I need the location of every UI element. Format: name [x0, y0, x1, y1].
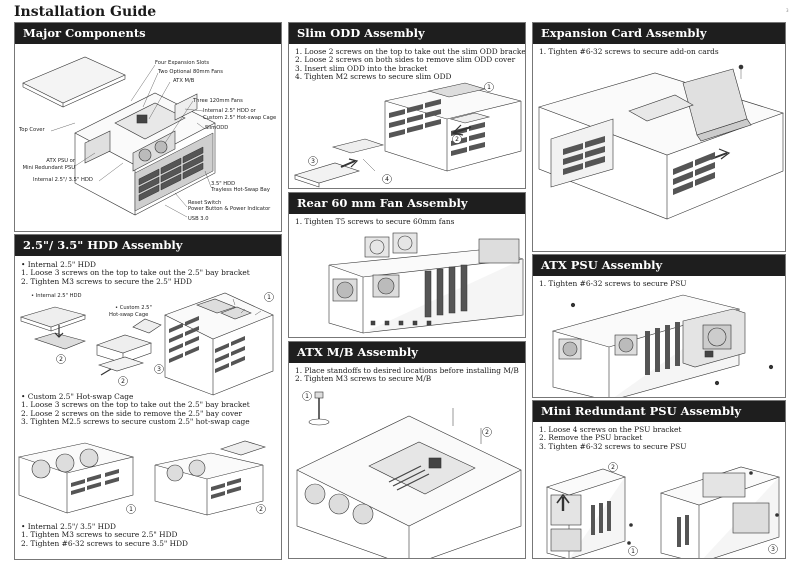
odd-callout-2: 2	[455, 136, 459, 143]
hdd-assembly-illustration-top: 2 2 3 1	[19, 292, 274, 396]
atx-psu-step-1: 1. Tighten #6-32 screws to secure PSU	[539, 279, 687, 288]
hdd-callout-1b: 1	[129, 506, 133, 513]
label-expansion-slots: Four Expansion Slots	[155, 60, 210, 66]
label-atx-mb: ATX M/B	[173, 78, 195, 84]
hdd-callout-2a: 2	[59, 356, 63, 363]
hdd-section2-bullet: • Custom 2.5" Hot-swap Cage	[21, 392, 134, 401]
hdd-callout-3: 3	[157, 366, 161, 373]
slim-odd-step-4: 4. Tighten M2 screws to secure slim ODD	[295, 72, 452, 82]
hdd-assembly-illustration-bottom: 1 2	[17, 440, 266, 516]
chassis-exploded-illustration	[22, 56, 216, 218]
mini-psu-panel: Mini Redundant PSU Assembly 1. Loose 4 s…	[532, 400, 786, 559]
slim-odd-panel: Slim ODD Assembly 1. Loose 2 screws on t…	[288, 22, 526, 189]
label-internal-hdd: Internal 2.5"/ 3.5" HDD	[33, 177, 93, 183]
label-atx-psu-1: ATX PSU or	[46, 158, 75, 164]
mb-step-1: 1. Place standoffs to desired locations …	[295, 366, 519, 375]
atx-psu-illustration	[551, 294, 774, 397]
slim-odd-step-1: 1. Loose 2 screws on the top to take out…	[295, 47, 526, 56]
hdd-section3-steps: • Internal 2.5"/ 3.5" HDD 1. Tighten M3 …	[21, 522, 188, 548]
label-hotswap-bay-1: 3.5" HDD	[211, 181, 236, 187]
mini-psu-illustration: 2 1 3	[546, 462, 781, 558]
mb-assembly-panel: ATX M/B Assembly 1. Place standoffs to d…	[288, 341, 526, 559]
mb-illustration: 1 2	[296, 391, 522, 558]
major-components-panel: Major Components	[14, 22, 282, 232]
hdd-section1-steps: • Internal 2.5" HDD 1. Loose 3 screws on…	[21, 260, 250, 286]
label-internal-hdd-cage-1: Internal 2.5" HDD or	[203, 108, 256, 114]
mini-psu-step-3: 3. Tighten #6-32 screws to secure PSU	[539, 441, 687, 451]
hdd-section2-steps: • Custom 2.5" Hot-swap Cage 1. Loose 3 s…	[21, 392, 250, 427]
hdd-section3-step-2: 2. Tighten #6-32 screws to secure 3.5" H…	[21, 538, 188, 548]
slim-odd-header: Slim ODD Assembly	[289, 23, 525, 44]
hdd-section3-step-1: 1. Tighten M3 screws to secure 2.5" HDD	[21, 530, 178, 540]
hdd-section2-step-2: 2. Loose 2 screws on the side to remove …	[21, 408, 243, 418]
label-slim-odd: SlimODD	[205, 125, 229, 131]
mb-callout-1: 1	[305, 393, 309, 400]
hdd-diagram-label-custom-2: Hot-swap Cage	[109, 312, 149, 318]
atx-psu-steps: 1. Tighten #6-32 screws to secure PSU	[539, 279, 687, 288]
label-reset-switch: Reset Switch	[188, 200, 222, 206]
slim-odd-step-2: 2. Loose 2 screws on both sides to remov…	[295, 55, 516, 65]
mb-steps: 1. Place standoffs to desired locations …	[295, 366, 519, 384]
expansion-card-illustration	[538, 64, 784, 220]
label-top-cover: Top Cover	[19, 127, 45, 133]
hdd-section2-step-1: 1. Loose 3 screws on the top to take out…	[21, 400, 250, 410]
mb-assembly-header: ATX M/B Assembly	[289, 342, 525, 363]
atx-psu-header: ATX PSU Assembly	[533, 255, 785, 276]
hdd-section1-step-1: 1. Loose 3 screws on the top to take out…	[21, 268, 250, 278]
odd-callout-3: 3	[311, 158, 315, 165]
mini-psu-callout-1: 1	[631, 548, 635, 555]
fan-step-1: 1. Tighten T5 screws to secure 60mm fans	[295, 217, 455, 226]
mini-psu-header: Mini Redundant PSU Assembly	[533, 401, 785, 422]
hdd-callout-2c: 2	[259, 506, 263, 513]
slim-odd-step-3: 3. Insert slim ODD into the bracket	[295, 63, 428, 73]
atx-psu-panel: ATX PSU Assembly 1. Tighten #6-32 screws…	[532, 254, 786, 398]
hdd-section2-step-3: 3. Tighten M2.5 screws to secure custom …	[21, 417, 250, 427]
fan-assembly-header: Rear 60 mm Fan Assembly	[289, 193, 525, 214]
hdd-section3-bullet: • Internal 2.5"/ 3.5" HDD	[21, 522, 116, 531]
mini-psu-step-2: 2. Remove the PSU bracket	[539, 433, 643, 443]
expansion-step-1: 1. Tighten #6-32 screws to secure add-on…	[539, 47, 719, 56]
label-hotswap-bay-2: Trayless Hot-Swap Bay	[211, 187, 270, 193]
hdd-section1-step-2: 2. Tighten M3 screws to secure the 2.5" …	[21, 276, 192, 286]
expansion-header: Expansion Card Assembly	[533, 23, 785, 44]
odd-callout-1: 1	[487, 84, 491, 91]
hdd-diagram-label-custom-1: • Custom 2.5"	[115, 305, 152, 311]
hdd-assembly-panel: 2.5"/ 3.5" HDD Assembly • Internal 2.5" …	[14, 234, 282, 560]
mb-callout-2: 2	[485, 429, 489, 436]
expansion-panel: Expansion Card Assembly 1. Tighten #6-32…	[532, 22, 786, 252]
mini-psu-callout-2: 2	[611, 464, 615, 471]
hdd-diagram-label-internal: • Internal 2.5" HDD	[31, 293, 82, 299]
hdd-callout-2b: 2	[121, 378, 125, 385]
label-usb: USB 3.0	[188, 216, 209, 222]
hdd-assembly-header: 2.5"/ 3.5" HDD Assembly	[15, 235, 281, 256]
rear-fan-illustration	[328, 232, 524, 334]
label-power-button: Power Button & Power Indicator	[188, 206, 271, 212]
slim-odd-illustration: 1 2 3 4	[294, 82, 522, 188]
hdd-callout-1a: 1	[267, 294, 271, 301]
odd-callout-4: 4	[385, 176, 389, 183]
label-internal-hdd-cage-2: Custom 2.5" Hot-swap Cage	[203, 115, 277, 121]
fan-assembly-panel: Rear 60 mm Fan Assembly 1. Tighten T5 sc…	[288, 192, 526, 338]
mini-psu-step-1: 1. Loose 4 screws on the PSU bracket	[539, 425, 682, 434]
page-number: 3	[786, 8, 789, 13]
hdd-section1-bullet: • Internal 2.5" HDD	[21, 260, 96, 269]
slim-odd-steps: 1. Loose 2 screws on the top to take out…	[295, 47, 526, 82]
label-optional-fans: Two Optional 80mm Fans	[158, 69, 223, 75]
major-components-header: Major Components	[15, 23, 281, 44]
fan-steps: 1. Tighten T5 screws to secure 60mm fans	[295, 217, 455, 226]
mini-psu-steps: 1. Loose 4 screws on the PSU bracket 2. …	[539, 425, 687, 451]
page-title: Installation Guide	[14, 4, 157, 20]
label-three-fans: Three 120mm Fans	[193, 98, 243, 104]
label-atx-psu-2: Mini Redundant PSU	[22, 165, 75, 171]
mini-psu-callout-3: 3	[771, 546, 775, 553]
mb-step-2: 2. Tighten M3 screws to secure M/B	[295, 374, 432, 384]
expansion-steps: 1. Tighten #6-32 screws to secure add-on…	[539, 47, 719, 56]
